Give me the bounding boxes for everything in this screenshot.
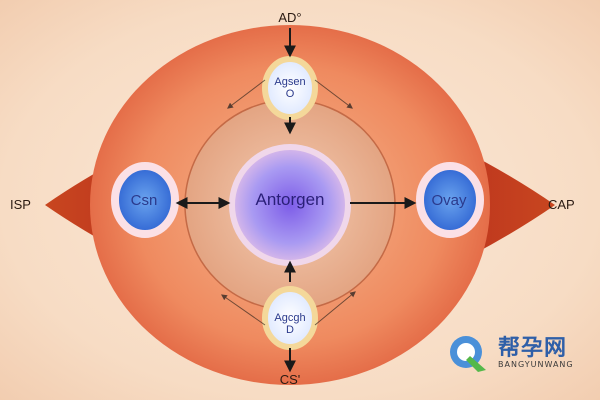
top-input-label: AD° xyxy=(278,10,302,25)
bottom-node-label: Agcgh D xyxy=(274,312,306,336)
diag-arrow-br xyxy=(314,291,356,326)
logo-icon xyxy=(450,336,486,372)
left-side-label: ISP xyxy=(10,197,31,212)
top-node-label: Agsen O xyxy=(274,76,306,100)
bottom-output-label: CS' xyxy=(279,372,301,387)
diag-arrow-tr xyxy=(314,79,353,109)
bottom-node xyxy=(262,286,318,350)
logo-subtitle: BANGYUNWANG xyxy=(498,360,574,369)
right-node xyxy=(416,162,484,238)
right-node-label: Ovay xyxy=(431,192,467,209)
right-side-label: CAP xyxy=(548,197,575,212)
left-node xyxy=(111,162,179,238)
center-node-label: Antorgen xyxy=(255,190,325,209)
diag-arrow-tl xyxy=(227,79,266,109)
diag-arrow-bl xyxy=(221,294,266,326)
logo-name: 帮孕网 xyxy=(498,336,568,361)
left-node-label: Csn xyxy=(130,192,158,209)
